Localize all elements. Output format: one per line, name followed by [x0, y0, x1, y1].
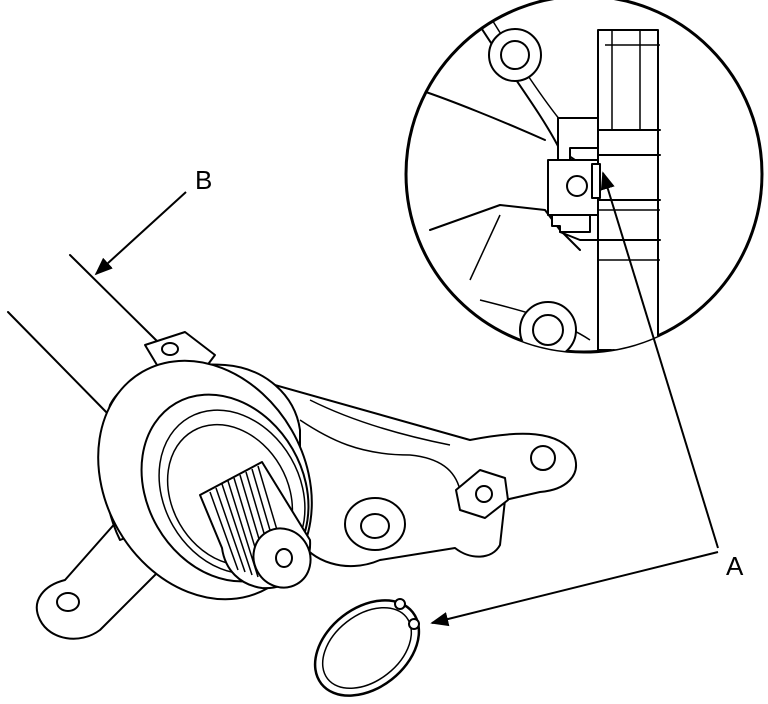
label-a: A — [726, 551, 744, 581]
label-b: B — [195, 165, 212, 195]
leader-lines — [94, 171, 719, 627]
snap-ring — [313, 598, 421, 697]
splined-stub — [199, 461, 312, 590]
mounting-bracket — [144, 331, 577, 568]
detail-inset — [404, 0, 764, 354]
drive-shaft — [7, 254, 161, 419]
